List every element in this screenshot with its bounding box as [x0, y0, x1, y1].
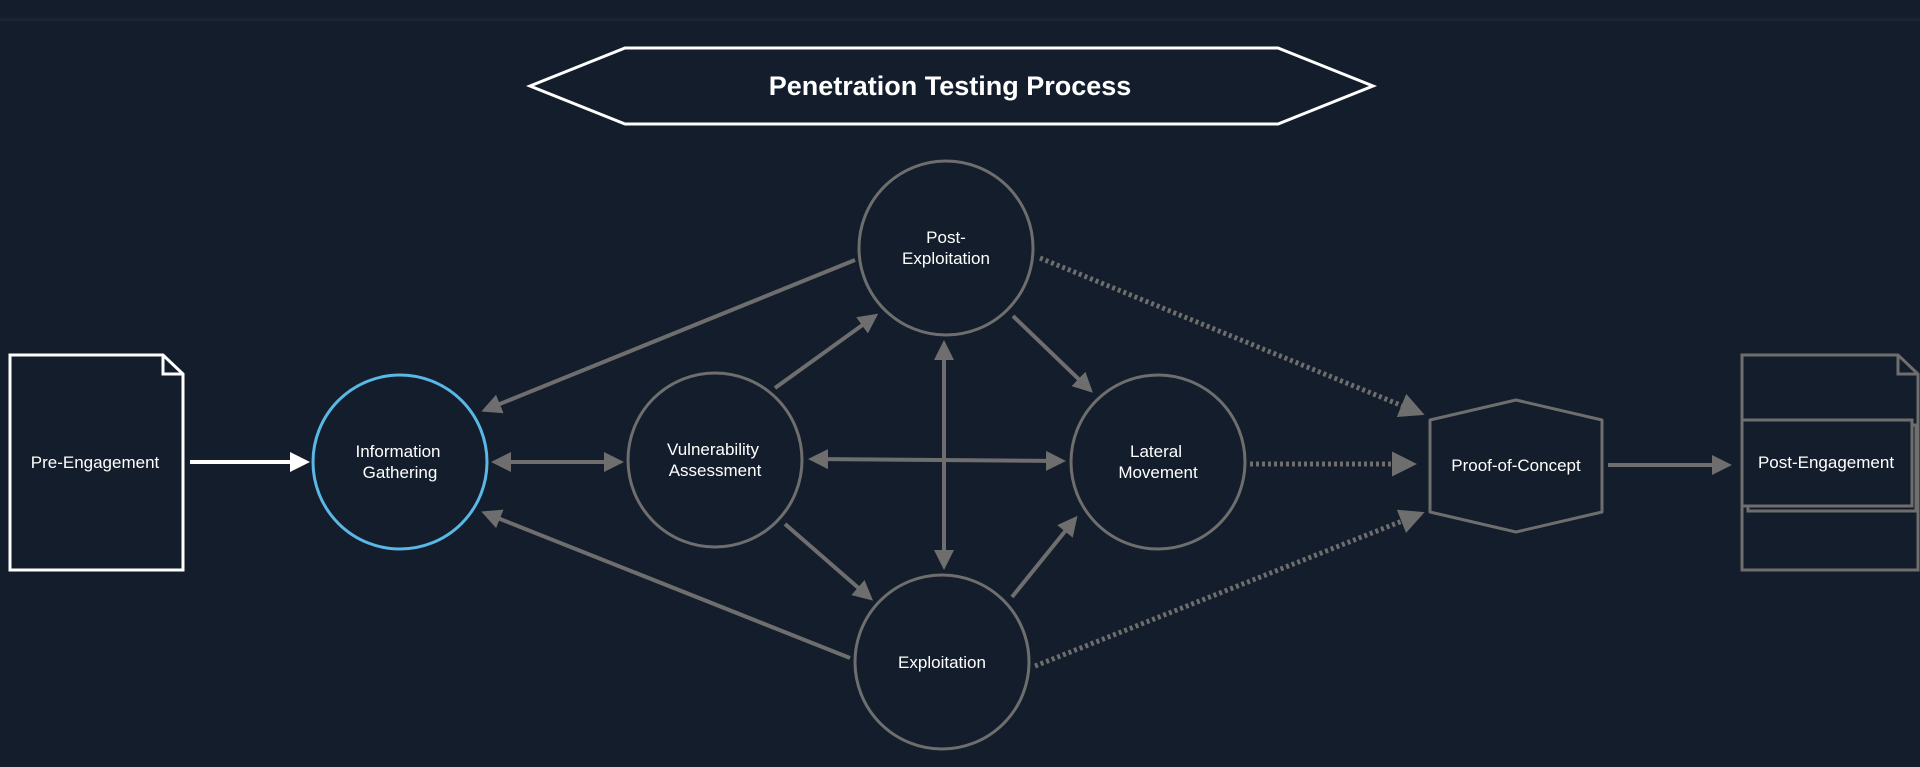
document-shape — [8, 353, 185, 572]
stacked-sheet-front — [1740, 418, 1914, 508]
node-exploitation: Exploitation — [853, 573, 1031, 751]
edge-exp-to-poc — [1034, 509, 1425, 669]
node-label-info-line1: Information — [355, 442, 440, 461]
node-label-exploitation: Exploitation — [898, 653, 986, 672]
circle-shape — [311, 373, 489, 551]
node-label-poc: Proof-of-Concept — [1451, 456, 1581, 475]
circle-shape — [1069, 373, 1247, 551]
page-title: Penetration Testing Process — [769, 71, 1132, 101]
title-hexagon — [525, 46, 1378, 126]
document-fold — [1896, 355, 1918, 376]
node-label-pre-engagement: Pre-Engagement — [31, 453, 160, 472]
top-divider — [0, 18, 1920, 21]
node-label-postexp-line1: Post- — [926, 228, 966, 247]
edge-postexp-to-info — [481, 258, 856, 414]
circle-shape — [853, 573, 1031, 751]
hexagon-shape — [1428, 398, 1604, 534]
circle-shape — [857, 159, 1035, 337]
node-proof-of-concept: Proof-of-Concept — [1428, 398, 1604, 534]
node-post-exploitation: Post- Exploitation — [857, 159, 1035, 337]
document-fold — [161, 355, 183, 376]
edges — [190, 255, 1732, 669]
node-label-lateral-line2: Movement — [1118, 463, 1198, 482]
edge-exp-to-lateral — [1010, 515, 1078, 599]
node-label-lateral-line1: Lateral — [1130, 442, 1182, 461]
node-information-gathering: Information Gathering — [311, 373, 489, 551]
node-pre-engagement: Pre-Engagement — [8, 353, 185, 572]
edge-vuln-lateral — [808, 449, 1066, 471]
edge-postexp-to-poc — [1039, 255, 1425, 418]
edge-vuln-to-postexp — [773, 313, 879, 390]
edge-exp-to-info — [481, 509, 851, 660]
edge-vuln-to-exp — [783, 522, 874, 601]
node-label-post-engagement: Post-Engagement — [1758, 453, 1894, 472]
node-label-vuln-line1: Vulnerability — [667, 440, 759, 459]
node-post-engagement: Post-Engagement — [1740, 353, 1920, 572]
edge-postexp-to-lateral — [1011, 314, 1093, 393]
circle-shape — [626, 371, 804, 549]
node-label-postexp-line2: Exploitation — [902, 249, 990, 268]
node-lateral-movement: Lateral Movement — [1069, 373, 1247, 551]
title-banner: Penetration Testing Process — [525, 46, 1378, 126]
node-label-info-line2: Gathering — [363, 463, 438, 482]
node-vulnerability-assessment: Vulnerability Assessment — [626, 371, 804, 549]
node-label-vuln-line2: Assessment — [669, 461, 762, 480]
